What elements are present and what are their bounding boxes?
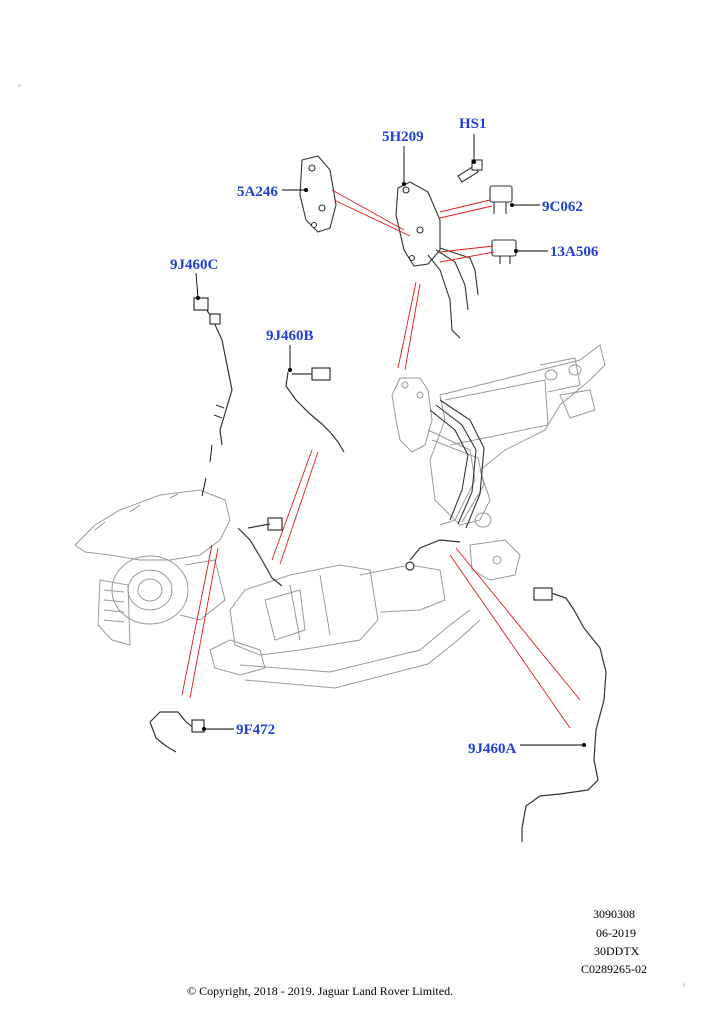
callout-9j460a: 9J460A — [468, 741, 517, 757]
black-leader-lines — [195, 134, 584, 746]
pressure-hoses-upper — [427, 247, 479, 339]
corner-mark-top-left: ⌜ — [18, 84, 22, 93]
callout-9j460b: 9J460B — [266, 328, 314, 344]
diagram-ref-engine: 30DDTX — [594, 944, 640, 958]
callout-9j460c: 9J460C — [170, 257, 219, 273]
callout-dots — [196, 160, 586, 747]
sensor-harness-front — [405, 539, 461, 571]
callout-13a506: 13A506 — [550, 244, 599, 260]
catalytic-converter — [209, 564, 379, 676]
sensor-bracket-lower — [391, 377, 485, 526]
callout-hs1: HS1 — [459, 116, 487, 132]
red-leader-lines — [181, 189, 581, 729]
turbocharger-assembly — [74, 489, 231, 646]
sensor-harness-mid — [237, 517, 283, 587]
particulate-filter-housing — [429, 344, 606, 581]
sensor-9j460b — [285, 367, 345, 453]
pressure-sensor-9c062 — [489, 185, 513, 214]
bracket-5h209 — [395, 181, 441, 267]
diagram-ref-number: 3090308 — [593, 907, 635, 921]
pressure-hoses-lower — [429, 399, 485, 529]
bolt-hs1 — [457, 159, 483, 183]
callout-9f472: 9F472 — [236, 722, 276, 738]
bracket-5a246 — [299, 155, 337, 233]
diagram-ref-code: C0289265-02 — [581, 962, 647, 976]
callout-9c062: 9C062 — [542, 199, 583, 215]
copyright-notice: © Copyright, 2018 - 2019. Jaguar Land Ro… — [187, 984, 454, 998]
callout-5h209: 5H209 — [382, 129, 424, 145]
sensor-9j460c — [193, 297, 233, 446]
sensor-9f472 — [149, 711, 205, 753]
sensor-9j460a — [521, 587, 607, 842]
callout-5a246: 5A246 — [237, 184, 278, 200]
corner-mark-bottom-right: ⌟ — [682, 978, 686, 987]
exhaust-pipe — [239, 564, 481, 689]
diagram-ref-date: 06-2019 — [596, 926, 636, 940]
connector-13a506 — [491, 239, 517, 264]
